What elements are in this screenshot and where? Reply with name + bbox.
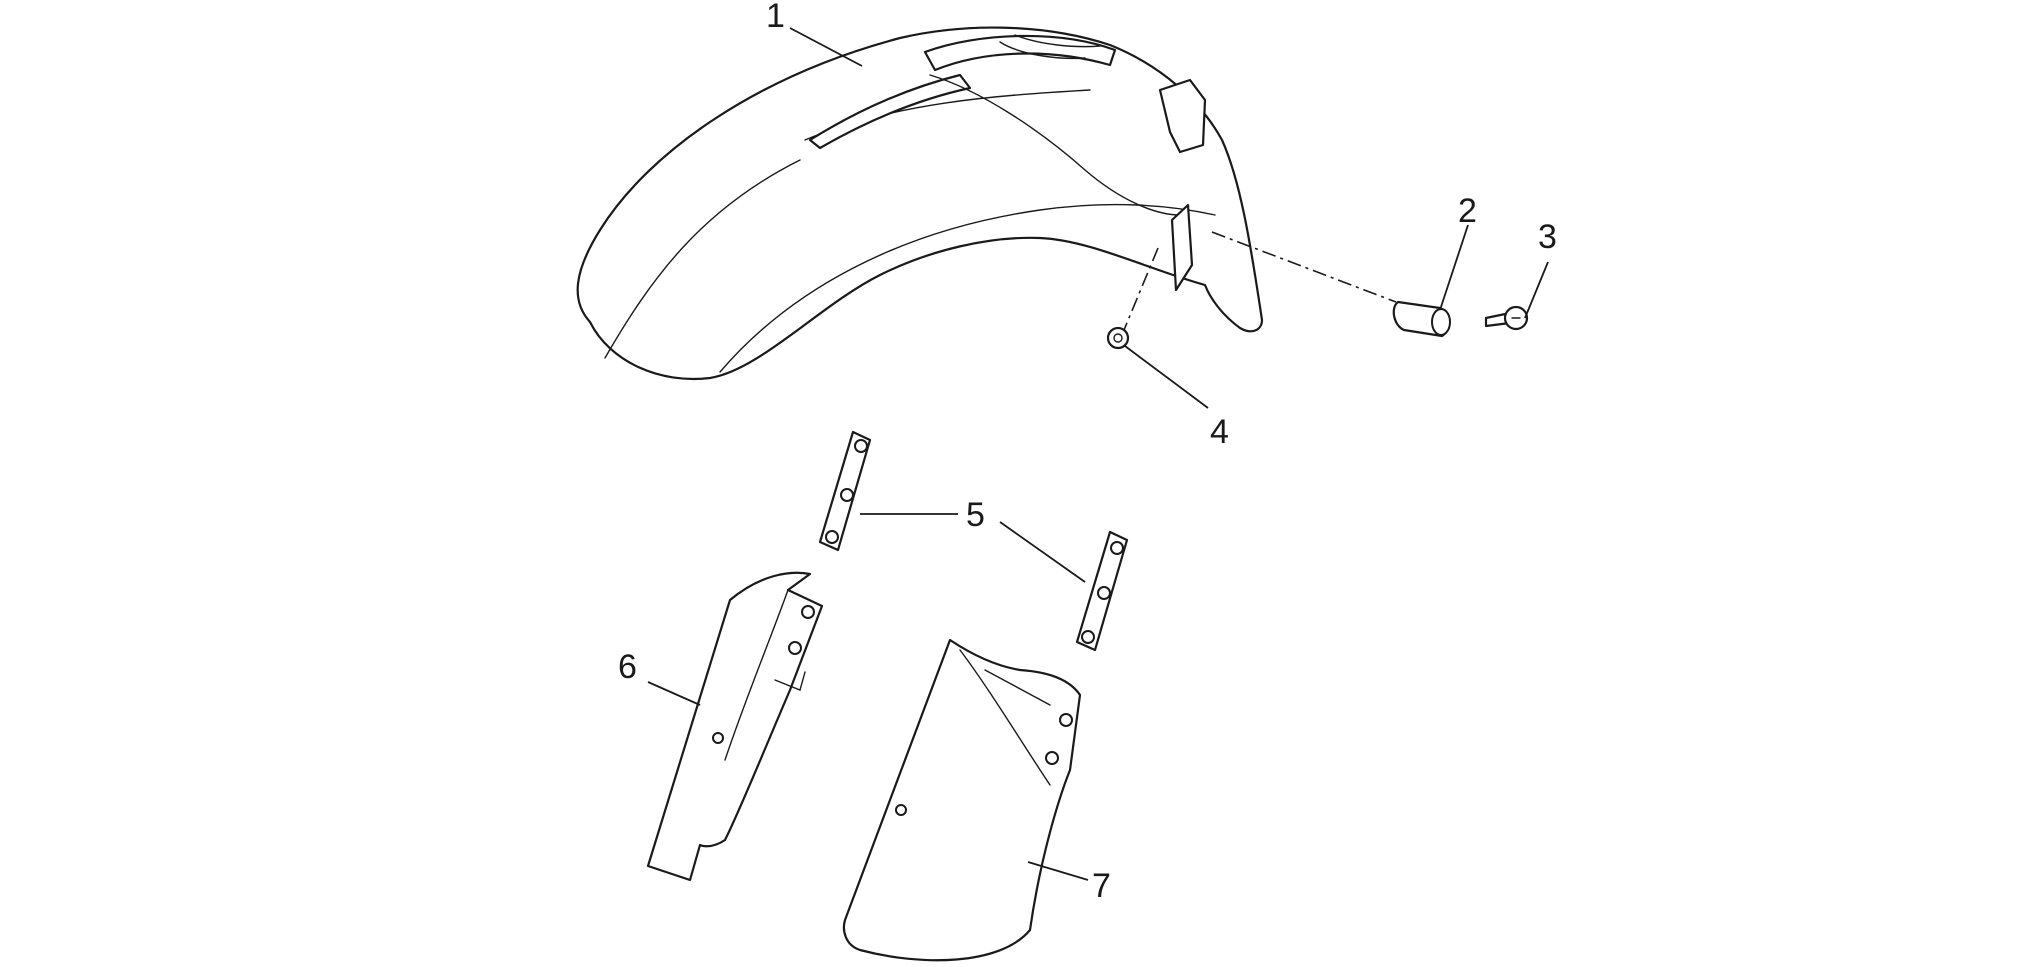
- callout-7: 7: [1092, 867, 1111, 905]
- leader-6: [647, 681, 701, 706]
- leader-5-right: [999, 521, 1086, 583]
- leader-4: [1124, 345, 1209, 409]
- assembly-axis-screw: [1211, 231, 1397, 303]
- leader-2: [1439, 224, 1469, 311]
- leader-1: [789, 27, 863, 67]
- callout-3: 3: [1538, 218, 1557, 256]
- front-fender: [576, 26, 1264, 380]
- fork-guard-left: [646, 571, 824, 882]
- mounting-plate-left: [818, 430, 872, 552]
- assembly-axis-nut: [1123, 247, 1159, 331]
- nut: [1106, 326, 1130, 350]
- callout-6: 6: [618, 648, 637, 686]
- fork-guard-right: [842, 638, 1082, 962]
- callout-1: 1: [766, 0, 785, 35]
- leader-7: [1027, 861, 1089, 881]
- leader-3: [1524, 261, 1549, 319]
- callout-2: 2: [1458, 192, 1477, 230]
- callout-4: 4: [1210, 413, 1229, 451]
- callout-5: 5: [966, 496, 985, 534]
- screw: [1484, 305, 1529, 331]
- mounting-plate-right: [1075, 530, 1129, 652]
